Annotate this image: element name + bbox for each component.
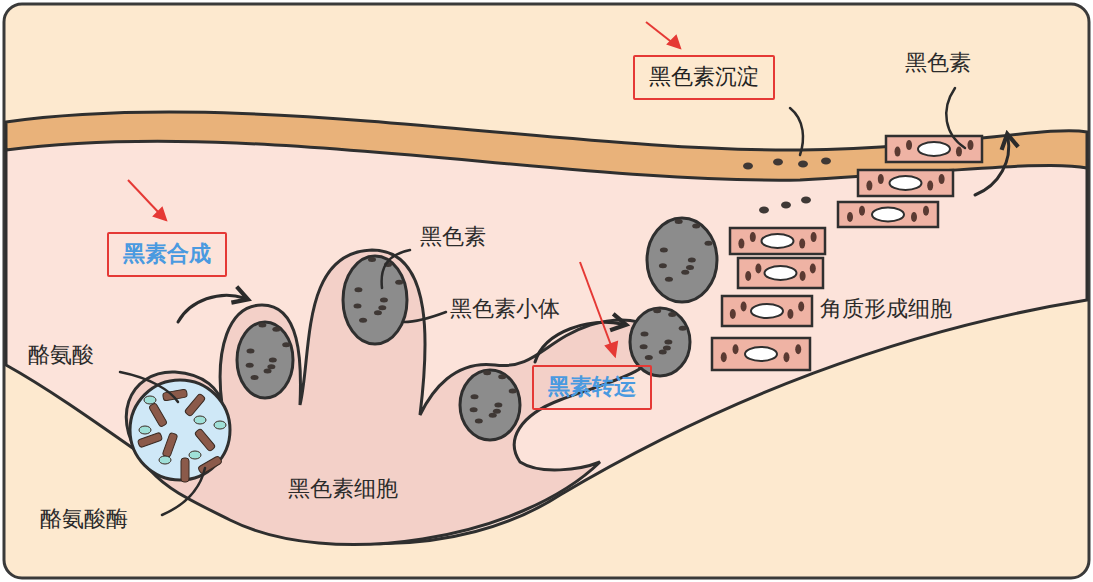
top-right-melanin: 黑色素 bbox=[905, 50, 971, 76]
highlight-box: 黑素转运 bbox=[532, 365, 652, 410]
melanosomes bbox=[237, 218, 717, 440]
melanin-label: 黑色素 bbox=[420, 224, 486, 250]
tyrosine-vesicle bbox=[130, 380, 230, 480]
melanosome-label: 黑色素小体 bbox=[450, 296, 560, 322]
tyrosinase-rods bbox=[137, 389, 226, 482]
pointer-arrows bbox=[128, 22, 680, 356]
tyrosinase-label: 酪氨酸酶 bbox=[40, 506, 128, 532]
process-arrows bbox=[178, 138, 1009, 362]
frame bbox=[4, 4, 1089, 578]
step-label: 黑素转运 bbox=[548, 374, 636, 400]
highlight-box: 黑色素沉淀 bbox=[633, 55, 775, 100]
step-label: 黑素合成 bbox=[123, 241, 211, 267]
tyrosine-label: 酪氨酸 bbox=[28, 342, 94, 368]
leader-lines bbox=[120, 88, 965, 515]
keratinocytes bbox=[712, 136, 982, 370]
highlight-box: 黑素合成 bbox=[107, 232, 227, 277]
melanin-deposits bbox=[743, 158, 831, 214]
step-label: 黑色素沉淀 bbox=[649, 64, 759, 90]
epidermis bbox=[6, 130, 1087, 544]
melanocyte-body bbox=[126, 250, 660, 545]
keratinocyte-label: 角质形成细胞 bbox=[820, 296, 952, 322]
melanocyte-label: 黑色素细胞 bbox=[288, 476, 398, 502]
